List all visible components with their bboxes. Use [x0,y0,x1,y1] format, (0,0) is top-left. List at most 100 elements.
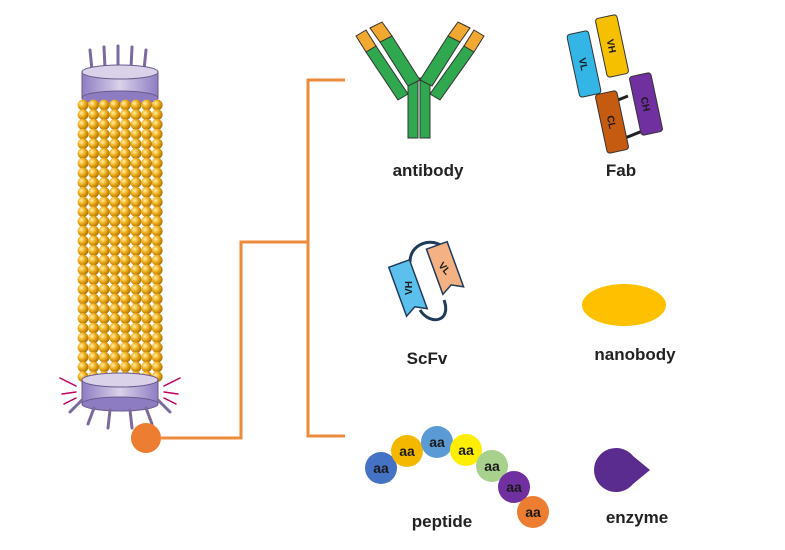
scfv-fragment: VH VL [387,240,465,322]
coat-protein-bead [120,342,131,353]
peptide-residue: aa [517,496,549,528]
label-antibody: antibody [393,161,464,180]
coat-protein-bead [98,332,110,344]
coat-protein-bead [77,361,89,373]
coat-protein-bead [77,196,89,208]
coat-protein-bead [88,177,99,189]
svg-text:VH: VH [404,281,415,295]
coat-protein-bead [141,119,153,130]
coat-protein-bead [98,167,110,179]
antibody-shape [355,21,485,139]
coat-protein-bead [151,216,163,227]
coat-protein-bead [151,235,163,247]
label-nanobody: nanobody [594,345,676,364]
coat-protein-bead [130,283,142,295]
svg-text:CL: CL [604,115,618,130]
coat-protein-bead [130,293,142,305]
coat-protein-bead [109,235,121,247]
coat-protein-bead [141,225,153,237]
coat-protein-bead [109,99,121,111]
coat-protein-bead [88,186,99,198]
coat-protein-bead [141,186,153,198]
coat-protein-bead [98,254,110,266]
coat-protein-bead [98,313,110,324]
coat-protein-bead [120,293,131,305]
coat-protein-bead [151,245,163,256]
coat-protein-bead [98,274,110,285]
coat-protein-bead [98,235,110,247]
phage-bottom-cap [81,372,159,412]
coat-protein-bead [130,186,142,198]
coat-protein-bead [109,351,121,363]
phage-top-cap [81,64,159,106]
peptide-residue: aa [476,450,508,482]
coat-protein-bead [130,148,142,159]
coat-protein-bead [141,313,153,324]
coat-protein-bead [77,119,89,130]
coat-protein-bead [98,157,110,169]
coat-protein-bead [151,157,163,169]
coat-protein-bead [109,313,121,324]
coat-protein-bead [151,148,163,159]
coat-protein-bead [98,264,110,276]
peptide-residue-label: aa [399,443,415,459]
coat-protein-bead [88,99,99,111]
coat-protein-bead [141,196,153,208]
coat-protein-bead [151,99,163,111]
fab-vl-domain: VL [566,30,602,98]
coat-protein-bead [141,157,153,169]
coat-protein-bead [151,283,163,295]
scfv-vl-domain: VL [425,240,465,296]
fab-vh-domain: VH [595,14,629,78]
coat-protein-bead [109,177,121,189]
peptide-residue: aa [421,426,453,458]
coat-protein-bead [109,264,121,276]
coat-protein-bead [98,361,110,373]
coat-protein-bead [77,313,89,324]
coat-protein-bead [120,196,131,208]
coat-protein-bead [77,303,89,315]
coat-protein-bead [151,293,163,305]
coat-protein-bead [109,196,121,208]
svg-text:VH: VH [604,38,618,54]
peptide-residue-circle [391,435,423,467]
coat-protein-bead [77,254,89,266]
coat-protein-bead [151,322,163,334]
coat-protein-bead [141,99,153,111]
coat-protein-bead [141,283,153,295]
coat-protein-bead [120,254,131,266]
coat-protein-bead [77,274,89,285]
coat-protein-bead [141,128,153,140]
coat-protein-bead [120,245,131,256]
coat-protein-bead [141,177,153,189]
coat-protein-bead [98,138,110,150]
coat-protein-bead [88,138,99,150]
coat-protein-bead [151,109,163,121]
coat-protein-bead [130,196,142,208]
label-scfv: ScFv [407,349,448,368]
connector-lines [160,78,345,440]
svg-text:CH: CH [638,96,652,112]
coat-protein-bead [88,283,99,295]
coat-protein-bead [130,128,142,140]
coat-protein-bead [120,235,131,247]
coat-protein-bead [130,177,142,189]
coat-protein-bead [130,109,142,121]
coat-protein-bead [130,322,142,334]
coat-protein-bead [120,99,131,111]
coat-protein-bead [130,235,142,247]
coat-protein-bead [120,322,131,334]
coat-protein-bead [151,206,163,218]
fab-fragment: VL VH CL CH [566,14,663,154]
coat-protein-bead [88,322,99,334]
coat-protein-bead [77,245,89,256]
coat-protein-bead [151,196,163,208]
coat-protein-bead [120,167,131,179]
peptide-residue: aa [498,471,530,503]
coat-protein-bead [141,351,153,363]
peptide-residue-label: aa [525,504,541,520]
coat-protein-bead [141,148,153,159]
coat-protein-bead [141,245,153,256]
coat-protein-bead [98,225,110,237]
